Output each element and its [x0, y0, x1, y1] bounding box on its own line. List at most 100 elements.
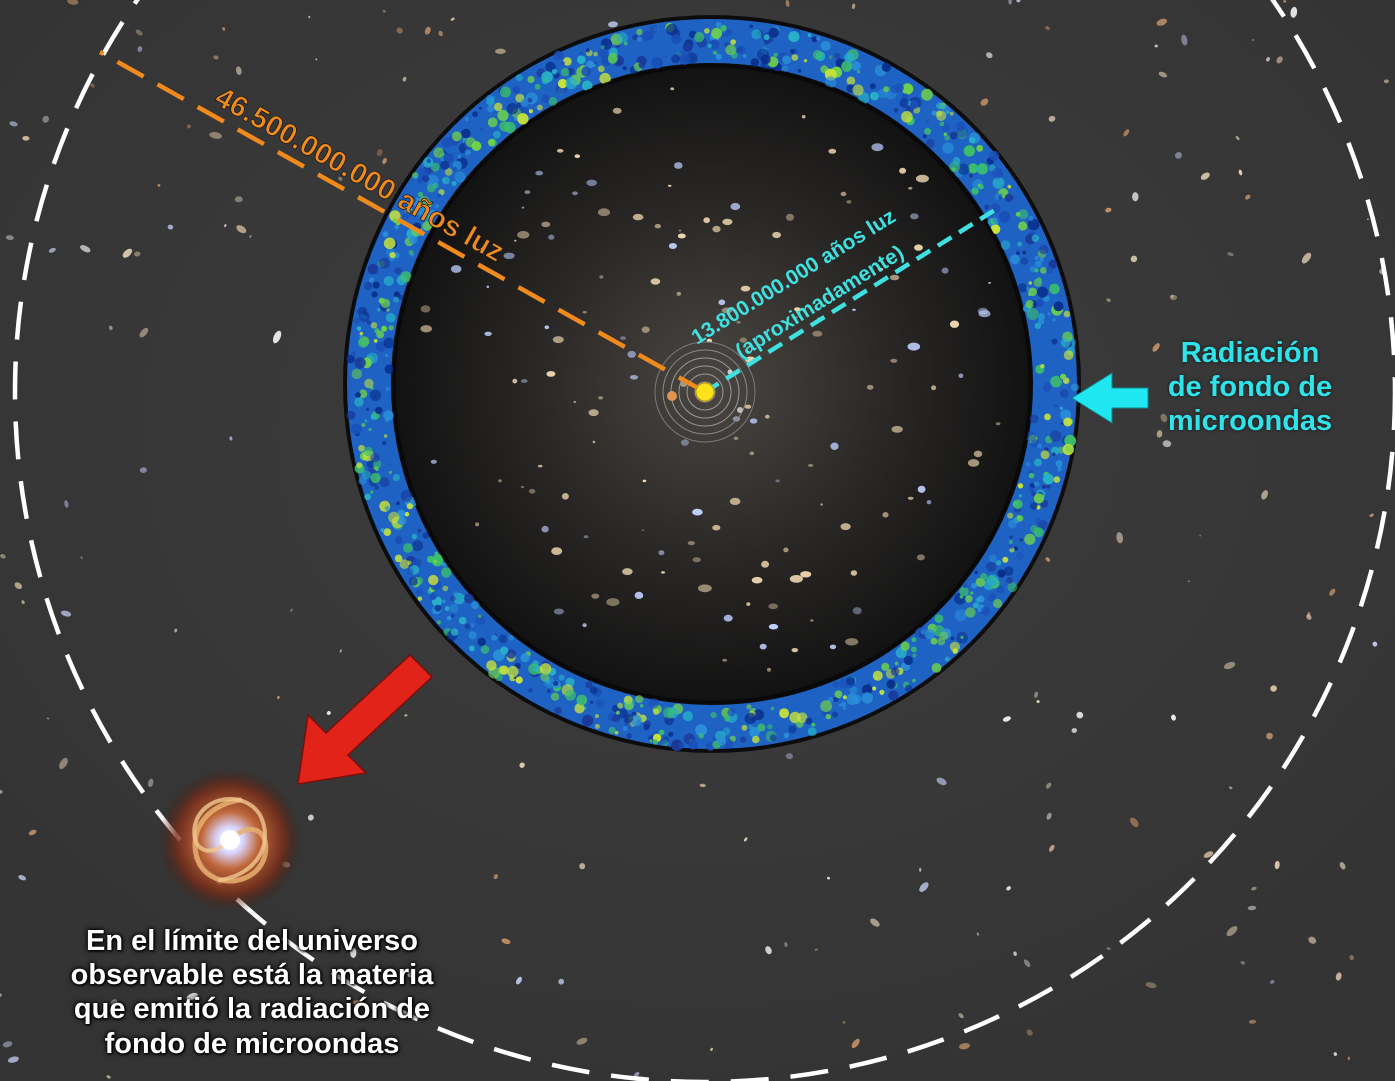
cmb-spot: [1031, 491, 1037, 497]
cmb-spot: [369, 389, 382, 401]
background-galaxy: [1274, 860, 1280, 870]
cmb-spot: [384, 505, 390, 511]
cmb-spot: [1029, 414, 1039, 424]
cmb-spot: [402, 212, 410, 220]
background-galaxy: [108, 325, 113, 331]
background-galaxy: [7, 1056, 19, 1063]
cmb-spot: [376, 330, 385, 339]
cmb-spot: [970, 591, 974, 595]
background-galaxy: [785, 753, 793, 760]
cmb-spot: [749, 24, 754, 29]
cmb-spot: [369, 490, 374, 494]
background-galaxy: [558, 978, 565, 985]
inner-galaxy: [420, 305, 431, 313]
cmb-spot: [354, 397, 364, 407]
cmb-title-line: microondas: [1167, 405, 1333, 438]
cmb-spot: [394, 267, 402, 275]
background-galaxy: [376, 149, 383, 156]
inner-galaxy: [517, 231, 530, 239]
cmb-title-line: de fondo de: [1167, 371, 1333, 404]
cmb-spot: [581, 714, 594, 727]
cmb-spot: [1008, 544, 1014, 549]
cmb-spot: [1055, 460, 1063, 468]
cmb-spot: [791, 54, 799, 61]
cmb-spot: [595, 698, 605, 709]
background-galaxy: [80, 245, 91, 253]
background-galaxy: [493, 874, 499, 880]
inner-galaxy: [722, 658, 727, 662]
background-galaxy: [1023, 959, 1031, 968]
cmb-spot: [1017, 283, 1028, 293]
cmb-spot: [430, 162, 440, 172]
inner-galaxy: [810, 619, 814, 622]
cmb-spot: [359, 311, 370, 323]
inner-galaxy: [712, 524, 721, 531]
cmb-spot: [374, 485, 379, 491]
cmb-spot: [924, 127, 932, 135]
inner-galaxy: [891, 425, 903, 433]
cmb-spot: [1009, 535, 1013, 539]
inner-galaxy: [730, 202, 741, 211]
cmb-spot: [1020, 257, 1029, 265]
inner-galaxy: [670, 87, 675, 91]
background-galaxy: [382, 9, 386, 13]
cmb-spot: [986, 561, 997, 572]
cmb-spot: [1028, 281, 1033, 285]
cmb-spot: [358, 444, 365, 452]
inner-galaxy: [544, 325, 550, 330]
cmb-spot: [378, 257, 390, 269]
cmb-spot: [1007, 519, 1017, 529]
cmb-spot: [1002, 556, 1009, 563]
background-galaxy: [699, 783, 706, 788]
cmb-spot: [464, 116, 469, 122]
cmb-spot: [415, 588, 424, 596]
cmb-spot: [548, 96, 558, 106]
cmb-spot: [1025, 431, 1037, 442]
cmb-spot: [1043, 382, 1052, 392]
inner-galaxy: [582, 311, 587, 314]
cmb-spot: [1028, 486, 1034, 492]
background-galaxy: [958, 1013, 964, 1019]
inner-galaxy: [687, 541, 695, 546]
inner-galaxy: [620, 336, 626, 340]
background-galaxy: [1366, 218, 1369, 221]
cmb-spot: [394, 225, 400, 230]
cmb-spot: [346, 410, 356, 420]
cmb-spot: [353, 317, 360, 324]
background-galaxy: [765, 946, 772, 955]
cmb-spot: [499, 665, 509, 675]
cmb-spot: [437, 193, 441, 198]
background-galaxy: [785, 0, 790, 8]
background-galaxy: [1008, 0, 1012, 5]
inner-galaxy: [800, 571, 812, 578]
cmb-spot: [452, 591, 459, 597]
cmb-spot: [1042, 473, 1054, 485]
cmb-spot: [1026, 308, 1039, 320]
cmb-spot: [434, 203, 440, 209]
cmb-spot: [911, 637, 917, 643]
cmb-spot: [883, 86, 890, 93]
cmb-spot: [965, 595, 973, 603]
cmb-spot: [989, 554, 997, 563]
cmb-spot: [1016, 251, 1020, 255]
cmb-spot: [934, 614, 944, 624]
cmb-spot: [752, 735, 760, 744]
cmb-spot: [643, 724, 650, 731]
inner-galaxy: [520, 485, 525, 489]
inner-galaxy: [840, 191, 847, 197]
cmb-spot: [688, 739, 698, 750]
inner-galaxy: [588, 409, 599, 417]
cmb-spot: [1049, 430, 1062, 442]
cmb-spot: [653, 708, 660, 716]
cmb-spot: [888, 690, 899, 701]
cmb-spot: [663, 707, 675, 719]
cmb-spot: [422, 532, 430, 539]
cmb-spot: [599, 72, 611, 85]
inner-galaxy: [866, 384, 874, 390]
background-galaxy: [315, 58, 318, 61]
cmb-spot: [694, 31, 705, 43]
cmb-spot: [1031, 234, 1040, 243]
cmb-spot: [375, 406, 383, 415]
background-galaxy: [174, 628, 178, 633]
background-galaxy: [1049, 844, 1055, 852]
